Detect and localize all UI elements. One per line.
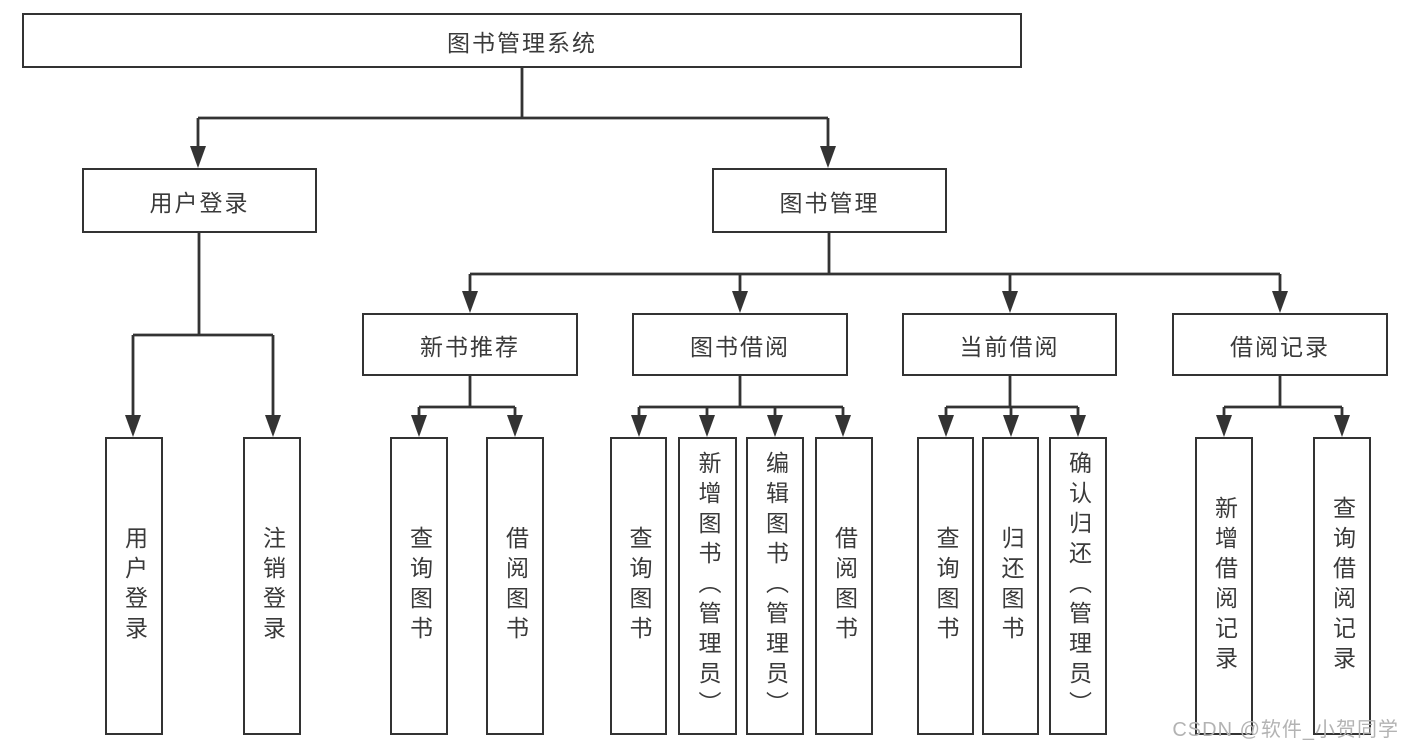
node-label: 当前借阅 bbox=[959, 333, 1060, 360]
node-leaf-add-books-admin: 新增图书（管理员） bbox=[678, 437, 737, 735]
node-current-borrowing: 当前借阅 bbox=[902, 313, 1117, 376]
node-user-login: 用户登录 bbox=[82, 168, 317, 233]
node-label: 查询图书 bbox=[933, 526, 959, 646]
node-library-system-root: 图书管理系统 bbox=[22, 13, 1022, 68]
node-label: 图书管理系统 bbox=[447, 29, 597, 56]
node-label: 查询借阅记录 bbox=[1329, 496, 1356, 676]
node-label: 归还图书 bbox=[998, 526, 1024, 646]
node-leaf-logout: 注销登录 bbox=[243, 437, 301, 735]
node-label: 查询图书 bbox=[626, 526, 652, 646]
node-label: 用户登录 bbox=[149, 189, 250, 216]
node-leaf-edit-books-admin: 编辑图书（管理员） bbox=[746, 437, 804, 735]
node-leaf-return-books: 归还图书 bbox=[982, 437, 1039, 735]
node-label: 新增借阅记录 bbox=[1211, 496, 1238, 676]
node-label: 用户登录 bbox=[121, 526, 148, 646]
node-leaf-confirm-return-admin: 确认归还（管理员） bbox=[1049, 437, 1107, 735]
watermark: CSDN @软件_小贺同学 bbox=[1172, 719, 1399, 741]
node-new-book-recommend: 新书推荐 bbox=[362, 313, 578, 376]
node-borrowing-records: 借阅记录 bbox=[1172, 313, 1388, 376]
node-leaf-borrow-books-2: 借阅图书 bbox=[815, 437, 873, 735]
node-label: 图书借阅 bbox=[690, 333, 790, 360]
node-label: 编辑图书（管理员） bbox=[762, 451, 789, 721]
node-label: 注销登录 bbox=[259, 526, 286, 646]
node-label: 确认归还（管理员） bbox=[1065, 451, 1092, 721]
node-label: 新增图书（管理员） bbox=[695, 451, 721, 721]
node-label: 借阅记录 bbox=[1230, 333, 1330, 360]
arrowheads bbox=[125, 146, 1350, 437]
node-leaf-query-borrow-record: 查询借阅记录 bbox=[1313, 437, 1371, 735]
node-label: 借阅图书 bbox=[831, 526, 858, 646]
node-label: 新书推荐 bbox=[420, 333, 520, 360]
node-book-management: 图书管理 bbox=[712, 168, 947, 233]
node-label: 图书管理 bbox=[779, 189, 880, 216]
node-leaf-borrow-books-1: 借阅图书 bbox=[486, 437, 544, 735]
node-label: 借阅图书 bbox=[502, 526, 529, 646]
node-leaf-user-login: 用户登录 bbox=[105, 437, 163, 735]
node-book-borrowing: 图书借阅 bbox=[632, 313, 848, 376]
node-leaf-add-borrow-record: 新增借阅记录 bbox=[1195, 437, 1253, 735]
node-leaf-query-books-1: 查询图书 bbox=[390, 437, 448, 735]
node-leaf-query-books-2: 查询图书 bbox=[610, 437, 667, 735]
node-leaf-query-books-3: 查询图书 bbox=[917, 437, 974, 735]
node-label: 查询图书 bbox=[406, 526, 433, 646]
